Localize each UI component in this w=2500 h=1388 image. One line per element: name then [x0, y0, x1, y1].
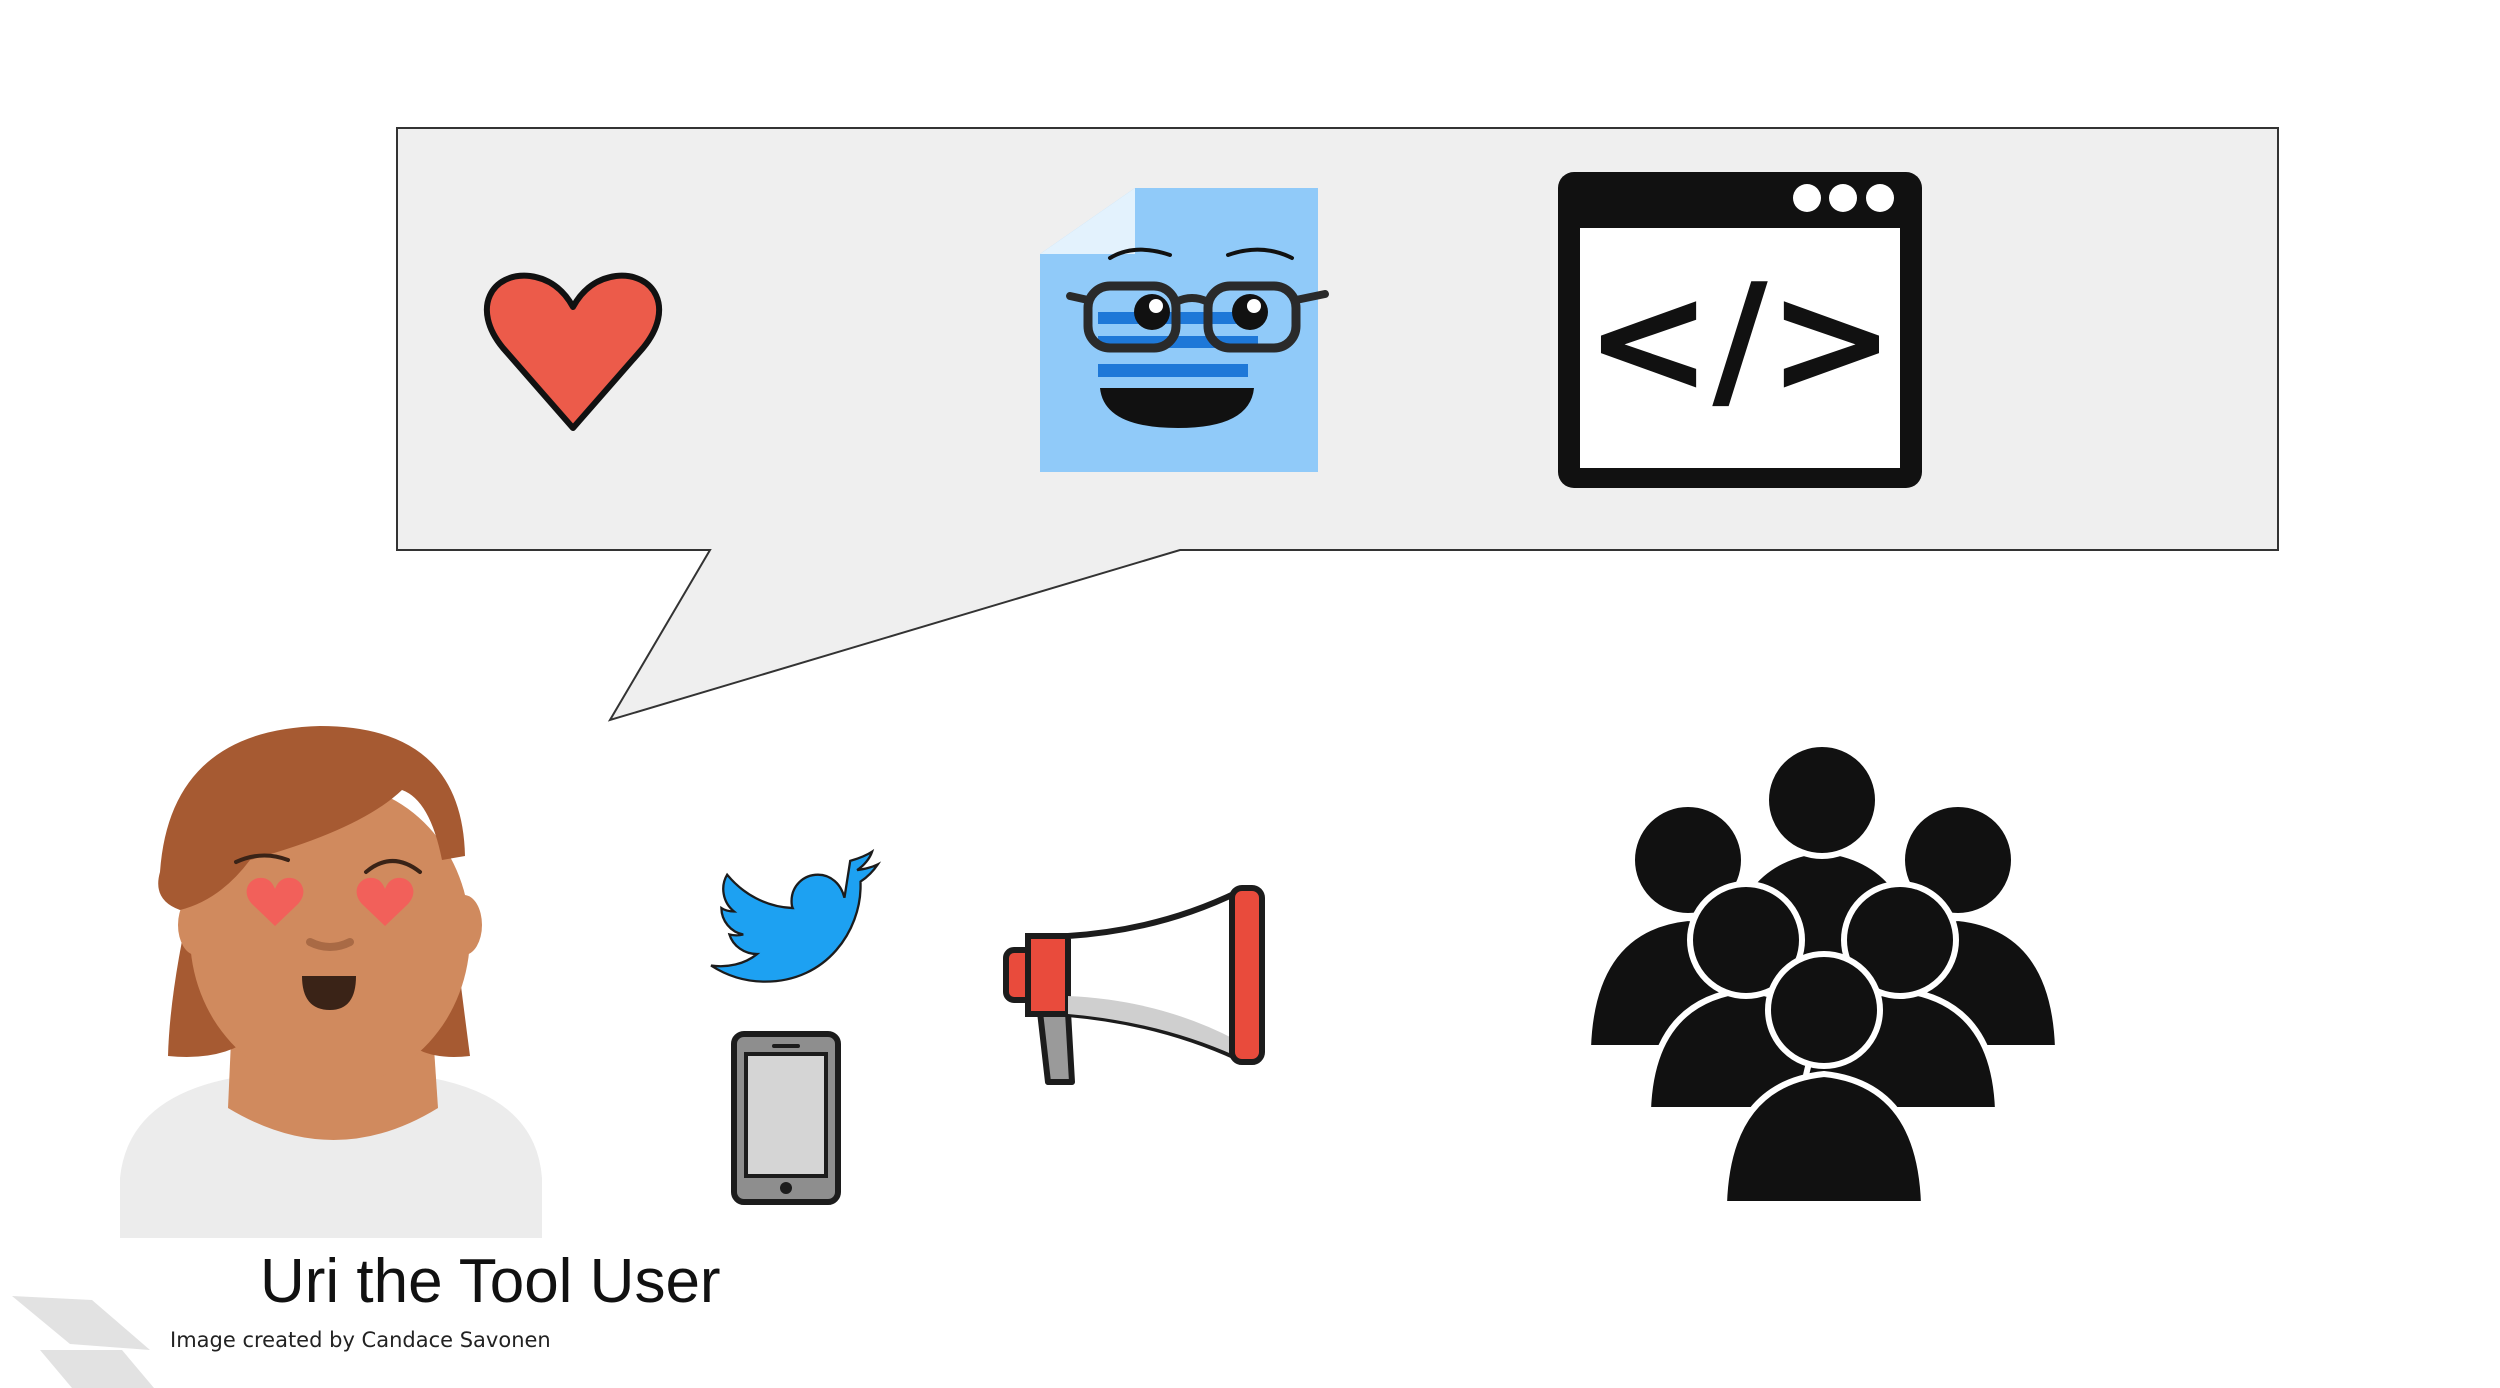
smartphone-icon [731, 1031, 841, 1205]
twitter-bird-icon [710, 848, 882, 983]
group-of-people-icon [1584, 741, 2062, 1207]
code-window-icon: </> [1558, 172, 1922, 488]
code-symbol: </> [1585, 251, 1895, 428]
megaphone-icon [1003, 885, 1265, 1085]
person-avatar-icon [120, 726, 542, 1238]
speech-bubble [396, 127, 2279, 722]
corner-chevron-decoration [12, 1296, 154, 1388]
image-credit: Image created by Candace Savonen [170, 1328, 551, 1352]
caption-title: Uri the Tool User [260, 1247, 721, 1316]
document-face-icon [1040, 188, 1329, 472]
heart-icon [483, 272, 663, 431]
